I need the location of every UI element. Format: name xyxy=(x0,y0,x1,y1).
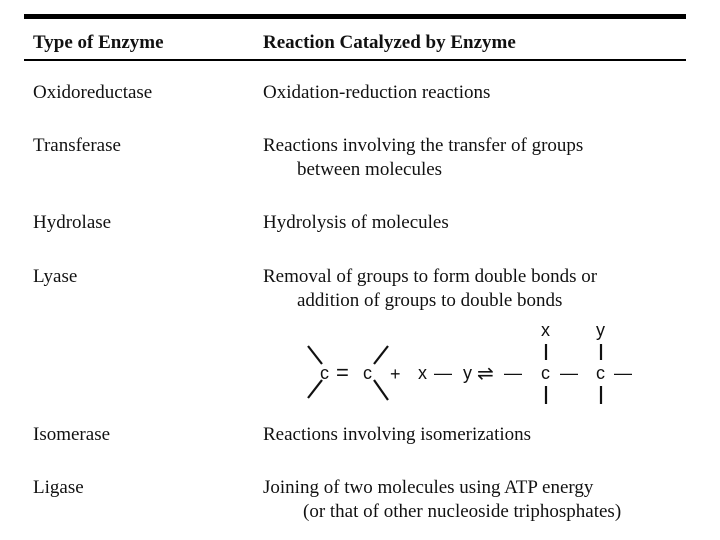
group-y: y xyxy=(596,320,605,340)
group-x: x xyxy=(418,363,427,383)
enzyme-type-isomerase: Isomerase xyxy=(33,424,111,445)
single-bond: — xyxy=(560,363,578,383)
reaction-ligase: Joining of two molecules using ATP energ… xyxy=(263,476,621,524)
bond-line xyxy=(373,379,389,401)
reaction-text: Reactions involving the transfer of grou… xyxy=(263,135,584,156)
carbon-atom: c xyxy=(363,363,372,383)
reaction-text: Joining of two molecules using ATP energ… xyxy=(263,477,594,498)
reaction-text: Oxidation-reduction reactions xyxy=(263,82,491,103)
carbon-atom: c xyxy=(320,363,329,383)
reaction-text-continued: addition of groups to double bonds xyxy=(297,290,563,311)
enzyme-type-oxidoreductase: Oxidoreductase xyxy=(33,82,153,103)
table-top-rule xyxy=(24,14,686,19)
carbon-atom: c xyxy=(596,363,605,383)
reaction-oxidoreductase: Oxidation-reduction reactions xyxy=(263,81,490,105)
group-x: x xyxy=(541,320,550,340)
reaction-transferase: Reactions involving the transfer of grou… xyxy=(263,134,583,182)
bond-line xyxy=(307,345,323,365)
header-type-of-enzyme: Type of Enzyme xyxy=(33,32,164,53)
reaction-text-continued: between molecules xyxy=(297,159,443,180)
single-bond: — xyxy=(434,363,452,383)
reaction-text: Removal of groups to form double bonds o… xyxy=(263,266,598,287)
enzyme-type-transferase: Transferase xyxy=(33,135,121,156)
reaction-text: Hydrolysis of molecules xyxy=(263,212,449,233)
header-rule xyxy=(24,59,686,61)
single-bond: — xyxy=(614,363,632,383)
enzyme-type-hydrolase: Hydrolase xyxy=(33,212,112,233)
bond-line xyxy=(373,345,389,365)
plus-sign: + xyxy=(390,364,401,384)
reaction-hydrolase: Hydrolysis of molecules xyxy=(263,211,449,235)
reaction-text: Reactions involving isomerizations xyxy=(263,424,532,445)
group-y: y xyxy=(463,363,472,383)
carbon-atom: c xyxy=(541,363,550,383)
equilibrium-arrow-icon: ⇌ xyxy=(477,363,494,385)
reaction-text-continued: (or that of other nucleoside triphosphat… xyxy=(303,501,622,522)
header-reaction-catalyzed: Reaction Catalyzed by Enzyme xyxy=(263,32,516,53)
enzyme-type-lyase: Lyase xyxy=(33,266,78,287)
lyase-reaction-formula: c = c + x — y ⇌ — x c — y c — xyxy=(307,320,632,404)
enzyme-type-ligase: Ligase xyxy=(33,477,84,498)
reaction-isomerase: Reactions involving isomerizations xyxy=(263,423,531,447)
double-bond: = xyxy=(336,360,349,385)
bond-line xyxy=(307,379,323,399)
single-bond: — xyxy=(504,363,522,383)
reaction-lyase: Removal of groups to form double bonds o… xyxy=(263,265,597,313)
